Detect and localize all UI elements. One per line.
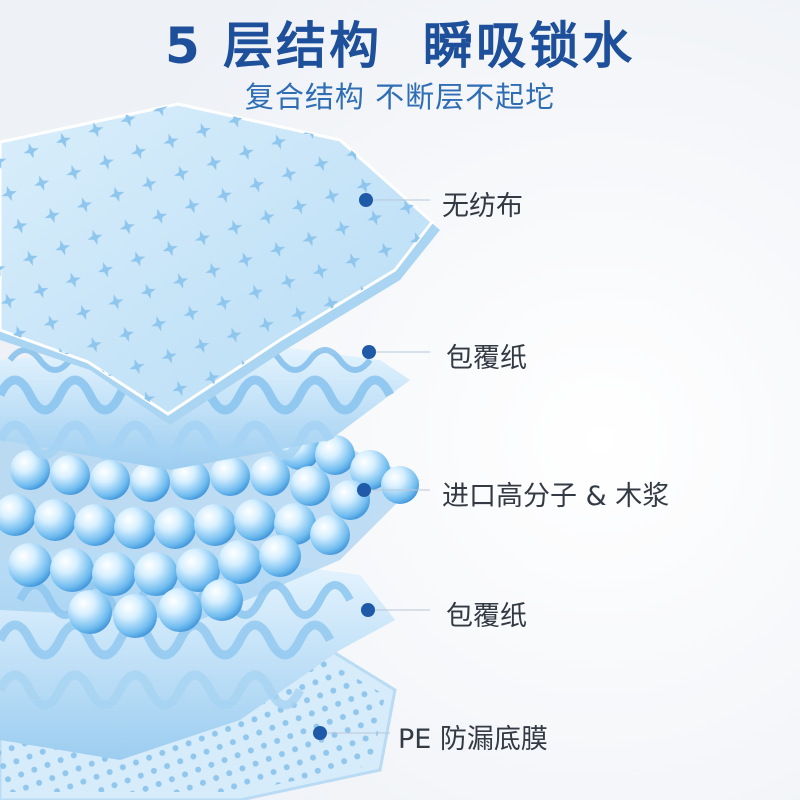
layer-label-nonwoven: 无纺布 (442, 191, 523, 222)
layer-label-pe-film: PE 防漏底膜 (398, 724, 548, 755)
callout-dot (313, 726, 327, 740)
callout-dot (362, 345, 376, 359)
callout-dot (357, 483, 371, 497)
page-title: 5 层结构 瞬吸锁水 (164, 17, 635, 75)
layer-label-wrap-paper-lower: 包覆纸 (446, 601, 527, 632)
polymer-core-balls (0, 430, 420, 638)
nonwoven-top-sheet (0, 102, 440, 425)
leader-lines (322, 199, 430, 734)
callout-dots (313, 193, 376, 740)
callout-dot (359, 193, 373, 207)
page-subtitle: 复合结构 不断层不起坨 (244, 80, 556, 114)
layer-label-wrap-paper-upper: 包覆纸 (446, 343, 527, 374)
callout-dot (361, 603, 375, 617)
layer-label-polymer-pulp: 进口高分子 & 木浆 (442, 481, 670, 512)
